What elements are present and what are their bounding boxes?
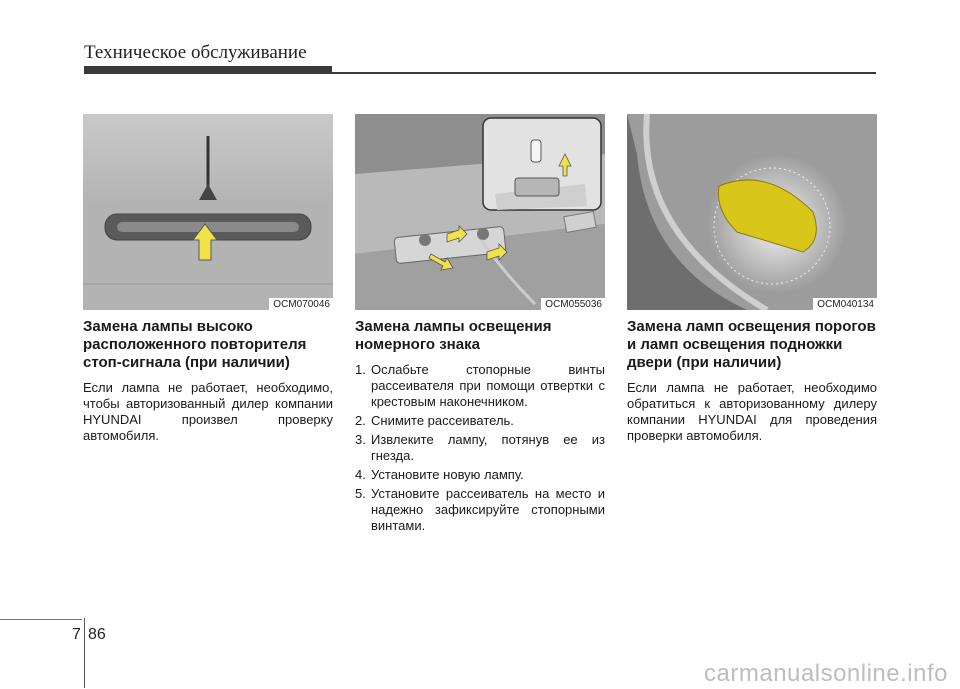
license-lamp-illustration <box>355 114 605 310</box>
rear-window-illustration <box>83 114 333 310</box>
step-text: Ослабьте стопорные винты рассеивателя пр… <box>371 362 605 409</box>
step-number: 3. <box>355 432 366 447</box>
section-title: Замена лампы высоко расположенного повто… <box>83 318 307 371</box>
section-title: Замена ламп освещения порогов и ламп осв… <box>627 318 876 371</box>
step-text: Установите новую лампу. <box>371 467 524 482</box>
header-rule-thin <box>332 72 876 74</box>
list-item: 3. Извлеките лампу, потянув ее из гнезда. <box>355 432 605 464</box>
list-item: 1. Ослабьте стопорные винты рассеивателя … <box>355 362 605 410</box>
footer-divider <box>84 618 85 688</box>
section-door-lamp: OCM040134 Замена ламп освещения порогов … <box>627 114 877 444</box>
watermark: carmanualsonline.info <box>704 660 948 687</box>
step-number: 2. <box>355 413 366 428</box>
list-item: 4. Установите новую лампу. <box>355 467 605 483</box>
section-license-plate-lamp: OCM055036 Замена лампы освещения номерно… <box>355 114 605 537</box>
footer-rule <box>0 619 82 620</box>
figure-license-plate-lamp: OCM055036 <box>355 114 605 310</box>
step-number: 4. <box>355 467 366 482</box>
page-header-title: Техническое обслуживание <box>84 42 307 63</box>
steps-list: 1. Ослабьте стопорные винты рассеивателя … <box>355 362 605 534</box>
step-text: Установите рассеиватель на место и надеж… <box>371 486 605 533</box>
step-text: Извлеките лампу, потянув ее из гнезда. <box>371 432 605 463</box>
chapter-number: 7 <box>72 626 81 643</box>
figure-high-mount-stop-lamp: OCM070046 <box>83 114 333 310</box>
figure-code: OCM070046 <box>269 298 333 310</box>
figure-code: OCM055036 <box>541 298 605 310</box>
section-high-mount-stop-lamp: OCM070046 Замена лампы высоко расположен… <box>83 114 333 444</box>
figure-code: OCM040134 <box>813 298 877 310</box>
step-number: 1. <box>355 362 366 377</box>
section-paragraph: Если лампа не работает, необходимо, чтоб… <box>83 380 333 443</box>
figure-door-lamp: OCM040134 <box>627 114 877 310</box>
page-number: 86 <box>88 626 106 643</box>
door-lamp-illustration <box>627 114 877 310</box>
step-number: 5. <box>355 486 366 501</box>
list-item: 5. Установите рассеиватель на место и над… <box>355 486 605 534</box>
section-paragraph: Если лампа не работает, необходимо обрат… <box>627 380 877 443</box>
section-title: Замена лампы освещения номерного знака <box>355 318 552 353</box>
header-rule-thick <box>84 66 332 74</box>
step-text: Снимите рассеиватель. <box>371 413 514 428</box>
list-item: 2. Снимите рассеиватель. <box>355 413 605 429</box>
